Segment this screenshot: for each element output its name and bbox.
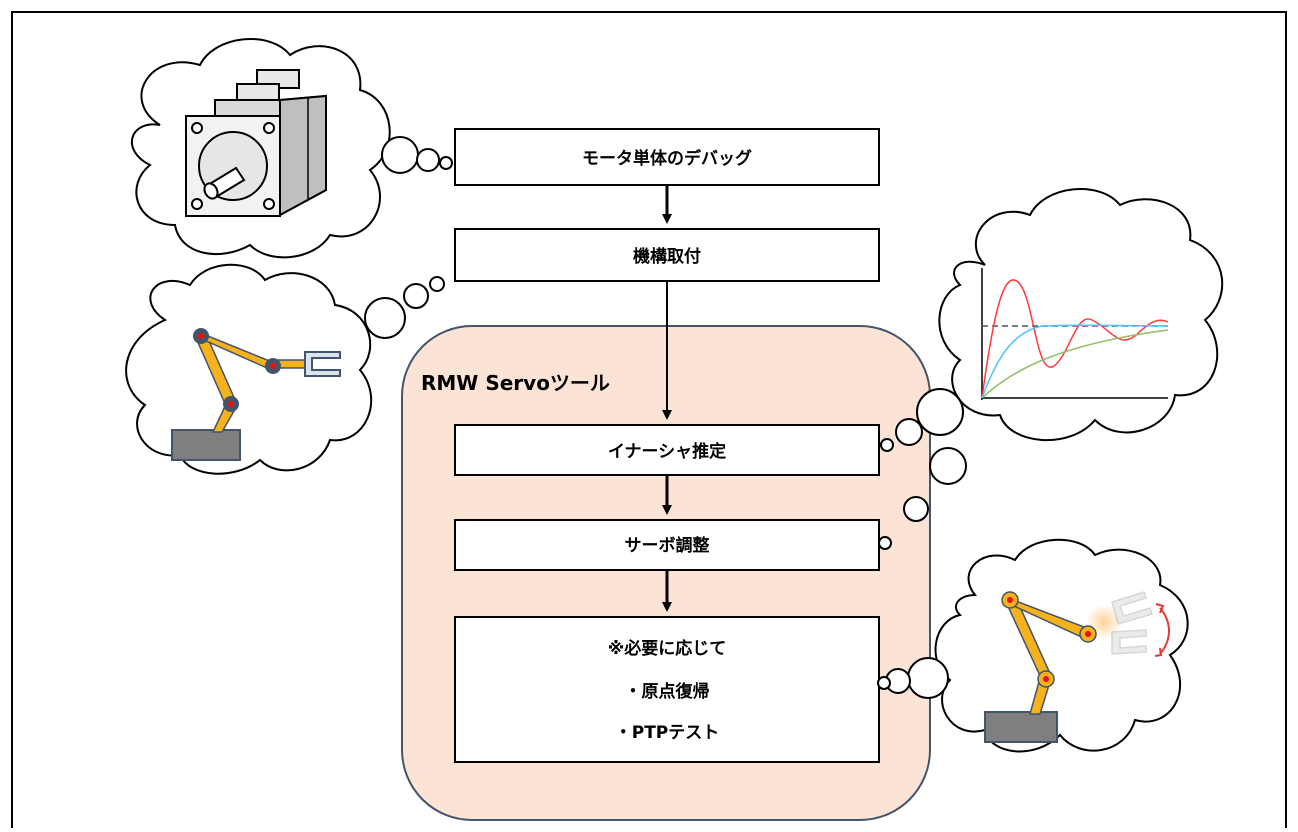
step-inertia-estimation: イナーシャ推定 (454, 424, 880, 476)
step-servo-tuning: サーボ調整 (454, 519, 880, 571)
moving-arm-thought-cloud (877, 538, 1189, 753)
bubble-small (878, 536, 892, 550)
optional-heading: ※必要に応じて (608, 638, 727, 659)
step-mechanism-mount-label: 機構取付 (633, 246, 701, 267)
stepper-motor-icon (185, 69, 327, 217)
optional-origin-return: ・原点復帰 (625, 681, 710, 702)
step-motor-debug: モータ単体のデバッグ (454, 128, 880, 186)
robot-arm-icon (171, 328, 341, 461)
step-optional: ※必要に応じて ・原点復帰 ・PTPテスト (454, 616, 880, 763)
robot-arm-thought-cloud (125, 263, 445, 475)
step-inertia-estimation-label: イナーシャ推定 (608, 441, 726, 462)
step-motor-debug-label: モータ単体のデバッグ (582, 148, 752, 169)
bubble-large (929, 447, 967, 485)
motor-thought-cloud (130, 38, 453, 259)
step-servo-tuning-label: サーボ調整 (625, 535, 710, 556)
outer-frame (11, 11, 1287, 832)
step-mechanism-mount: 機構取付 (454, 228, 880, 282)
optional-ptp-test: ・PTPテスト (615, 723, 720, 743)
response-curve-thought-cloud (880, 188, 1224, 452)
bubble-medium (903, 496, 929, 522)
step-response-chart-icon (981, 268, 1169, 400)
tool-group-label: RMW Servoツール (421, 371, 610, 395)
robot-arm-motion-icon (984, 591, 1170, 743)
